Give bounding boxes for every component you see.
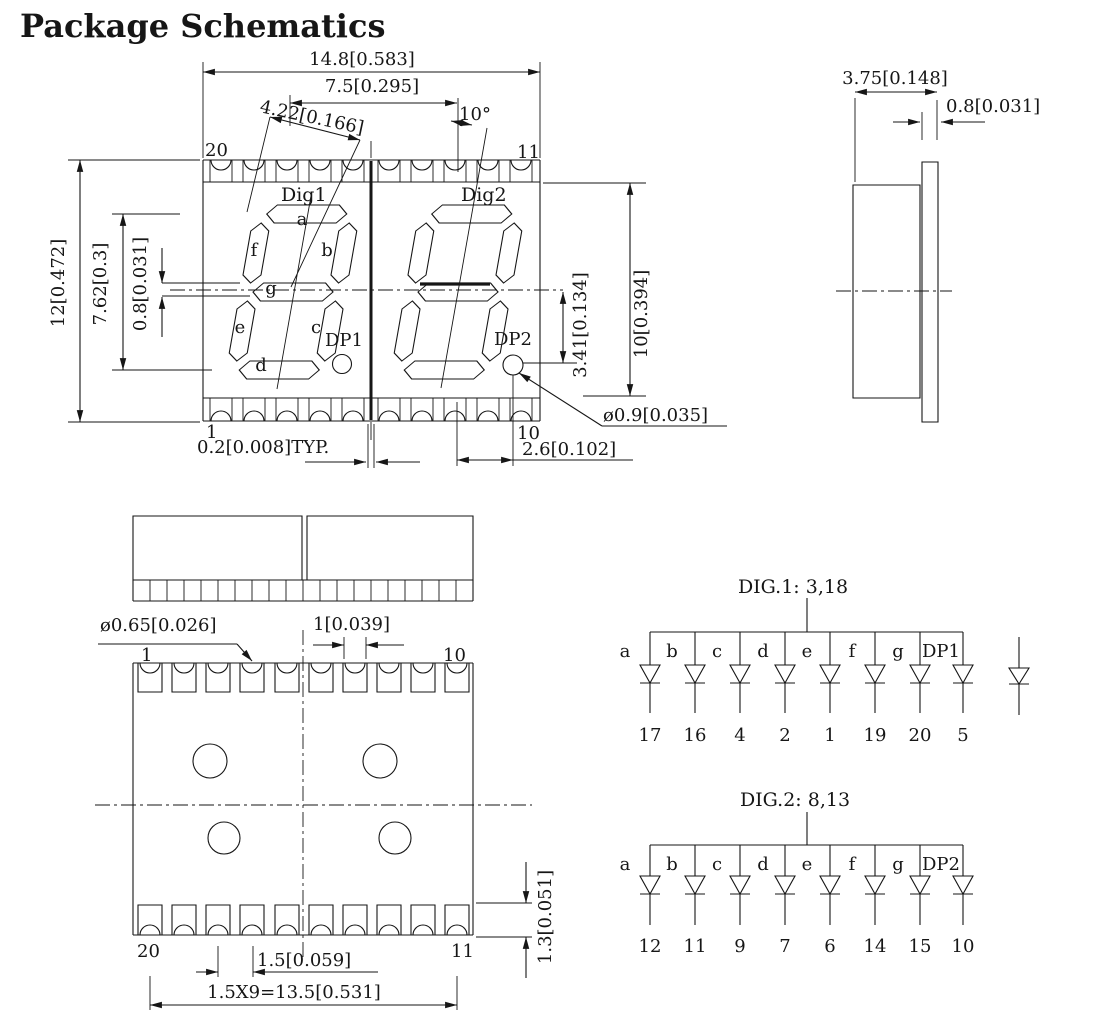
dim-lens-thickness: 0.8[0.031]	[946, 96, 1040, 117]
side-view-dimensions	[854, 88, 985, 182]
dig1-pin-b: 16	[684, 725, 707, 746]
dig2-seg-e: e	[802, 854, 813, 875]
segment-label-c: c	[311, 317, 321, 338]
dim-segment-gap: 0.8[0.031]	[130, 237, 151, 331]
dim-overall-width: 14.8[0.583]	[309, 49, 415, 70]
segment-label-e: e	[235, 317, 246, 338]
dim-dp-vertical-offset: 3.41[0.134]	[570, 272, 591, 378]
digit2-label: Dig2	[461, 184, 507, 206]
dim-center-gap: 0.2[0.008]TYP.	[197, 437, 329, 458]
top-view-dimensions	[68, 62, 727, 468]
dim-pin-pitch: 1.5[0.059]	[257, 950, 351, 971]
side-view-outline	[836, 161, 952, 423]
segment-label-f: f	[251, 240, 259, 261]
top-view-package-outline	[202, 141, 541, 440]
dim-inner-height: 10[0.394]	[631, 270, 652, 358]
dig2-pin-dp2: 10	[952, 936, 975, 957]
pin-label-1: 1	[206, 422, 217, 443]
bottom-view-dimensions	[98, 637, 532, 1010]
digit1-label: Dig1	[281, 184, 327, 206]
dig2-pin-e: 6	[824, 936, 835, 957]
dim-row-span: 1.5X9=13.5[0.531]	[207, 982, 381, 1003]
dig2-pin-f: 14	[864, 936, 887, 957]
spare-diode-symbol	[1008, 637, 1030, 715]
dig1-pin-c: 4	[734, 725, 745, 746]
dig2-pin-d: 7	[779, 936, 790, 957]
dig1-seg-d: d	[757, 641, 769, 662]
dim-depth: 3.75[0.148]	[842, 68, 948, 89]
pinout-dig2-pin-numbers: 12 11 9 7 6 14 15 10	[639, 936, 975, 957]
pinout-dig1-segment-labels: a b c d e f g DP1	[620, 641, 960, 662]
bottom-view-pin-10: 10	[443, 645, 466, 666]
dig1-pin-e: 1	[824, 725, 835, 746]
dig2-seg-dp2: DP2	[922, 854, 960, 875]
dig1-seg-e: e	[802, 641, 813, 662]
dig2-seg-f: f	[849, 854, 857, 875]
pin-label-10: 10	[517, 423, 540, 444]
pin-label-20: 20	[205, 140, 228, 161]
dim-dp-horizontal-offset: 2.6[0.102]	[522, 439, 616, 460]
dig1-seg-g: g	[892, 641, 904, 662]
dig1-pin-f: 19	[864, 725, 887, 746]
dp1-dot	[331, 353, 353, 375]
dim-digit-height: 7.62[0.3]	[90, 243, 111, 326]
segment-label-g: g	[265, 278, 277, 299]
bottom-view-pin-20: 20	[137, 941, 160, 962]
pinout-dig1-pin-numbers: 17 16 4 2 1 19 20 5	[639, 725, 969, 746]
dig1-seg-a: a	[620, 641, 631, 662]
bottom-view-outline	[95, 630, 532, 960]
dim-digit-pitch: 7.5[0.295]	[325, 76, 419, 97]
dim-pad-diameter: ø0.65[0.026]	[100, 615, 217, 636]
pinout-dig2-linework	[639, 812, 974, 925]
dp2-dot	[502, 354, 524, 376]
dim-overall-height: 12[0.472]	[48, 239, 69, 327]
pinout-dig2-segment-labels: a b c d e f g DP2	[620, 854, 960, 875]
dig1-pin-a: 17	[639, 725, 662, 746]
dim-edge-clearance: 1.3[0.051]	[535, 870, 556, 964]
dig1-pin-d: 2	[779, 725, 790, 746]
dim-tilt-angle: 10°	[459, 104, 491, 125]
bottom-view-pin-1: 1	[141, 645, 152, 666]
dig2-seg-b: b	[666, 854, 678, 875]
front-elevation-outline	[132, 515, 474, 602]
dig1-pin-g: 20	[909, 725, 932, 746]
segment-label-dp2: DP2	[494, 329, 532, 350]
segment-label-a: a	[297, 209, 308, 230]
dig1-seg-c: c	[712, 641, 722, 662]
pinout-dig1-title: DIG.1: 3,18	[738, 576, 848, 598]
digit1-seven-segment	[228, 204, 358, 380]
pinout-dig1-linework	[639, 598, 974, 713]
pin-label-11: 11	[517, 142, 540, 163]
segment-label-b: b	[321, 240, 333, 261]
dig1-pin-dp1: 5	[957, 725, 968, 746]
dig2-pin-g: 15	[909, 936, 932, 957]
bottom-view-pin-11: 11	[451, 941, 474, 962]
dig1-seg-dp1: DP1	[922, 641, 960, 662]
dig2-seg-c: c	[712, 854, 722, 875]
dim-dp-diameter: ø0.9[0.035]	[603, 405, 708, 426]
dig2-seg-g: g	[892, 854, 904, 875]
dig2-pin-a: 12	[639, 936, 662, 957]
dig2-pin-b: 11	[684, 936, 707, 957]
segment-label-dp1: DP1	[325, 330, 363, 351]
dim-pad-width: 1[0.039]	[313, 614, 390, 635]
page-title: Package Schematics	[20, 7, 385, 45]
segment-label-d: d	[255, 355, 267, 376]
dig1-seg-f: f	[849, 641, 857, 662]
dig2-seg-a: a	[620, 854, 631, 875]
top-view-centerlines-and-leaders	[170, 95, 563, 390]
dig2-pin-c: 9	[734, 936, 745, 957]
dig2-seg-d: d	[757, 854, 769, 875]
pinout-dig2-title: DIG.2: 8,13	[740, 789, 850, 811]
dig1-seg-b: b	[666, 641, 678, 662]
